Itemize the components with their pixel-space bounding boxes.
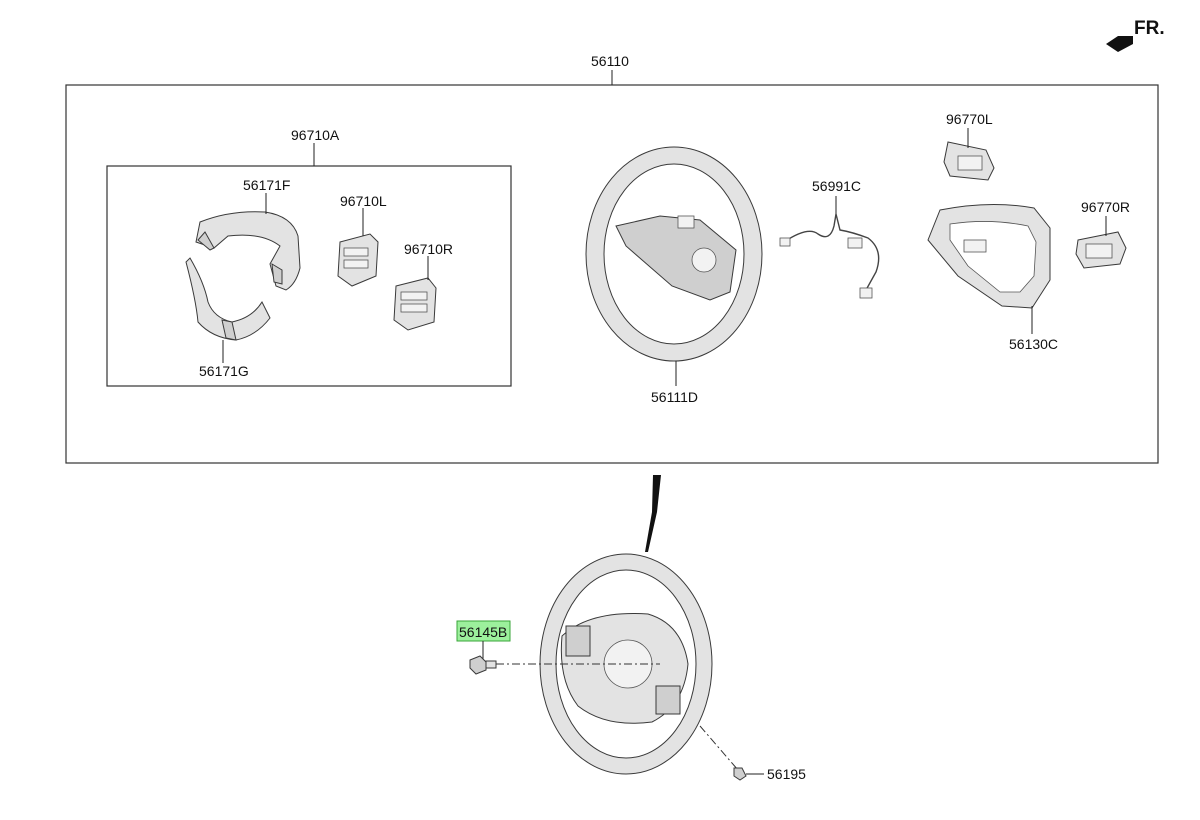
wiring-56991C[interactable]: 56991C xyxy=(779,178,880,299)
label-56171F[interactable]: 56171F xyxy=(243,177,290,193)
screw-head xyxy=(733,767,747,781)
bolt-56145B[interactable]: 56145B xyxy=(456,620,660,675)
wiring-connector xyxy=(847,237,863,249)
installed-right-switch xyxy=(655,685,681,715)
label-56145B[interactable]: 56145B xyxy=(459,624,507,640)
switch-set-96710A[interactable]: 96710A xyxy=(106,127,512,387)
left-paddle-switch xyxy=(957,155,983,171)
label-56195[interactable]: 56195 xyxy=(767,766,806,782)
lower-cover-shape xyxy=(185,257,271,341)
cover-lower-56171G[interactable]: 56171G xyxy=(185,257,271,379)
label-56111D[interactable]: 56111D xyxy=(651,389,698,405)
cover-upper-56171F[interactable]: 56171F xyxy=(195,177,301,291)
right-switch-button xyxy=(400,291,428,301)
label-96710A[interactable]: 96710A xyxy=(291,127,340,143)
upper-cover-shape xyxy=(195,211,301,291)
switch-set-frame xyxy=(106,165,512,387)
switch-left-96710L[interactable]: 96710L xyxy=(337,193,387,287)
bolt-head xyxy=(469,655,487,675)
label-96710R[interactable]: 96710R xyxy=(404,241,453,257)
wiring-connector xyxy=(779,237,791,247)
upper-cover-notch xyxy=(271,263,283,285)
screw-axis-line xyxy=(699,725,739,771)
bezel-switch-slot xyxy=(963,239,987,253)
arrow-left-icon xyxy=(1106,36,1133,52)
wheel-hub-bracket xyxy=(677,215,695,229)
left-switch-button xyxy=(343,247,369,257)
bezel-56130C[interactable]: 56130C xyxy=(927,203,1058,352)
wheel-body-56111D[interactable]: 56111D xyxy=(585,146,763,405)
label-96770L[interactable]: 96770L xyxy=(946,111,993,127)
lower-cover-clip xyxy=(221,319,237,341)
assembly-56110[interactable]: 56110 xyxy=(65,53,1159,464)
label-56130C[interactable]: 56130C xyxy=(1009,336,1058,352)
assembly-pointer-arrow xyxy=(645,475,661,552)
bezel-opening xyxy=(949,221,1037,293)
label-56991C[interactable]: 56991C xyxy=(812,178,861,194)
front-direction-indicator: FR. xyxy=(1106,18,1165,52)
left-switch-button xyxy=(343,259,369,269)
label-96710L[interactable]: 96710L xyxy=(340,193,387,209)
installed-left-switch xyxy=(565,625,591,657)
label-56171G[interactable]: 56171G xyxy=(199,363,249,379)
bolt-shank xyxy=(485,660,497,669)
screw-56195[interactable]: 56195 xyxy=(699,725,806,782)
paddle-left-96770L[interactable]: 96770L xyxy=(943,111,995,181)
right-switch-button xyxy=(400,303,428,313)
label-56110[interactable]: 56110 xyxy=(591,53,629,69)
fr-label: FR. xyxy=(1134,18,1165,39)
switch-right-96710R[interactable]: 96710R xyxy=(393,241,453,331)
wiring-harness xyxy=(783,213,880,291)
wheel-hub-center xyxy=(691,247,717,273)
label-96770R[interactable]: 96770R xyxy=(1081,199,1130,215)
paddle-right-96770R[interactable]: 96770R xyxy=(1075,199,1130,269)
right-paddle-switch xyxy=(1085,243,1113,259)
wheel-hub-frame xyxy=(615,215,737,301)
upper-cover-tab xyxy=(197,231,215,251)
wiring-connector xyxy=(859,287,873,299)
